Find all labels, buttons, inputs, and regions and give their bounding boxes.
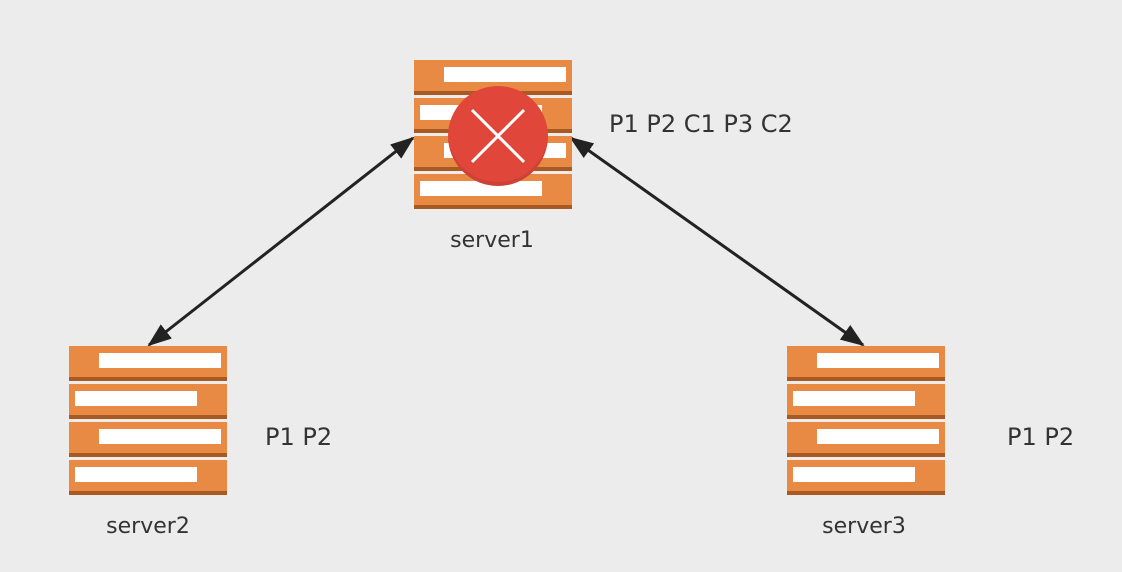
server2-partitions: P1 P2 — [265, 423, 333, 451]
server3-partitions: P1 P2 — [1007, 423, 1075, 451]
close-x-icon — [470, 108, 526, 164]
link-server1-server2 — [147, 136, 415, 347]
server1-partitions: P1 P2 C1 P3 C2 — [609, 110, 793, 138]
link-server1-server3 — [569, 136, 865, 347]
failure-badge — [448, 86, 548, 186]
server2-icon — [69, 346, 227, 498]
server2-label: server2 — [106, 514, 190, 539]
server3-icon — [787, 346, 945, 498]
server1-label: server1 — [450, 228, 534, 253]
server3-label: server3 — [822, 514, 906, 539]
